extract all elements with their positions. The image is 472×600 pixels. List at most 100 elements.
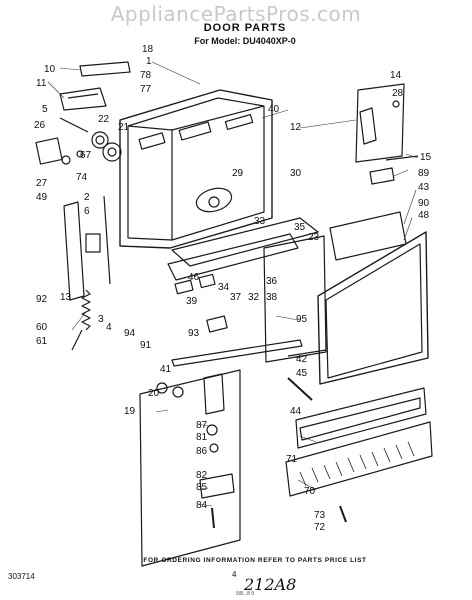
part-67-knob (102, 142, 122, 162)
callout-2: 2 (84, 192, 90, 203)
callout-39: 39 (186, 296, 198, 307)
callout-91: 91 (140, 340, 152, 351)
part-22-knob (91, 131, 109, 149)
part-86-spring (209, 443, 219, 453)
callout-23: 23 (308, 232, 320, 243)
callout-82: 82 (196, 470, 208, 481)
callout-22: 22 (98, 114, 110, 125)
callout-10: 10 (44, 64, 56, 75)
part-71-kick-panel (295, 387, 427, 449)
part-84-screw (211, 507, 215, 529)
callout-6: 6 (84, 206, 90, 217)
part-72-screw (339, 505, 347, 523)
diagram-subtitle: For Model: DU4040XP-0 (194, 36, 296, 46)
part-6-plate (85, 233, 101, 253)
callout-5: 5 (42, 104, 48, 115)
callout-26: 26 (34, 120, 46, 131)
callout-93: 93 (188, 328, 200, 339)
callout-37: 37 (230, 292, 242, 303)
part-35-insulation (263, 235, 327, 363)
callout-12: 12 (290, 122, 302, 133)
callout-72: 72 (314, 522, 326, 533)
callout-14: 14 (390, 70, 402, 81)
callout-33: 33 (254, 216, 266, 227)
part-61-cable (71, 329, 83, 351)
part-5-rod (59, 117, 89, 133)
part-85-lever (199, 473, 235, 499)
part-20-washer (156, 382, 168, 394)
part-10-trim-strip (79, 61, 131, 77)
page-number: 4 (232, 570, 237, 579)
part-81-gear (206, 424, 218, 436)
part-44-pin (287, 377, 313, 401)
callout-40: 40 (268, 104, 280, 115)
callout-61: 61 (36, 336, 48, 347)
leader-lines (47, 61, 419, 507)
part-89-hook (369, 167, 395, 185)
callout-90: 90 (418, 198, 430, 209)
callout-67: 67 (80, 150, 92, 161)
part-11-handle (59, 87, 107, 111)
callout-19: 19 (124, 406, 136, 417)
callout-3: 3 (98, 314, 104, 325)
callout-87: 87 (196, 420, 208, 431)
part-14-latch-housing (355, 83, 405, 163)
callout-94: 94 (124, 328, 136, 339)
callout-27: 27 (36, 178, 48, 189)
part-70-vent (285, 421, 433, 497)
small-note: 5/8...8 9 (236, 591, 255, 597)
callout-21: 21 (118, 122, 130, 133)
part-49-side-strip (63, 201, 85, 301)
callout-28: 28 (392, 88, 404, 99)
callout-35: 35 (294, 222, 306, 233)
part-46-clip (174, 279, 194, 295)
part-48-outer-panel (317, 231, 429, 385)
callout-1: 1 (146, 56, 152, 67)
callout-13: 13 (60, 292, 72, 303)
vent-slots (299, 441, 415, 487)
callout-44: 44 (290, 406, 302, 417)
callout-60: 60 (36, 322, 48, 333)
callout-20: 20 (148, 388, 160, 399)
part-27-screw (61, 155, 71, 165)
part-2-rod (103, 195, 111, 285)
part-87-actuator (203, 373, 225, 415)
callout-45: 45 (296, 368, 308, 379)
callout-29: 29 (232, 168, 244, 179)
part-39-clip (198, 273, 216, 289)
callout-77: 77 (140, 84, 152, 95)
callout-42: 42 (296, 354, 308, 365)
handwritten-note: 212A8 (244, 575, 297, 594)
callout-38: 38 (266, 292, 278, 303)
ordering-info-footer: FOR ORDERING INFORMATION REFER TO PARTS … (143, 557, 367, 564)
callout-71: 71 (286, 454, 298, 465)
callout-73: 73 (314, 510, 326, 521)
callout-78: 78 (140, 70, 152, 81)
part-41-bar (171, 339, 303, 367)
callout-74: 74 (76, 172, 88, 183)
part-43-panel (329, 211, 407, 261)
callout-32: 32 (248, 292, 260, 303)
callout-11: 11 (36, 78, 47, 89)
diagram-drawing (35, 61, 433, 567)
callout-85: 85 (196, 482, 208, 493)
callout-48: 48 (418, 210, 430, 221)
diagram-title: DOOR PARTS (203, 22, 287, 34)
part-60-spring (81, 289, 91, 331)
callout-95: 95 (296, 314, 308, 325)
callout-4: 4 (106, 322, 112, 333)
callout-46: 46 (188, 272, 200, 283)
part-19-dispenser-box (139, 369, 241, 567)
document-number: 303714 (8, 572, 35, 581)
callout-84: 84 (196, 500, 208, 511)
callout-30: 30 (290, 168, 302, 179)
callout-36: 36 (266, 276, 278, 287)
part-29-dispenser (195, 187, 233, 213)
callout-92: 92 (36, 294, 48, 305)
callout-43: 43 (418, 182, 430, 193)
part-45-strip (287, 349, 327, 357)
callout-70: 70 (304, 486, 316, 497)
callout-81: 81 (196, 432, 208, 443)
